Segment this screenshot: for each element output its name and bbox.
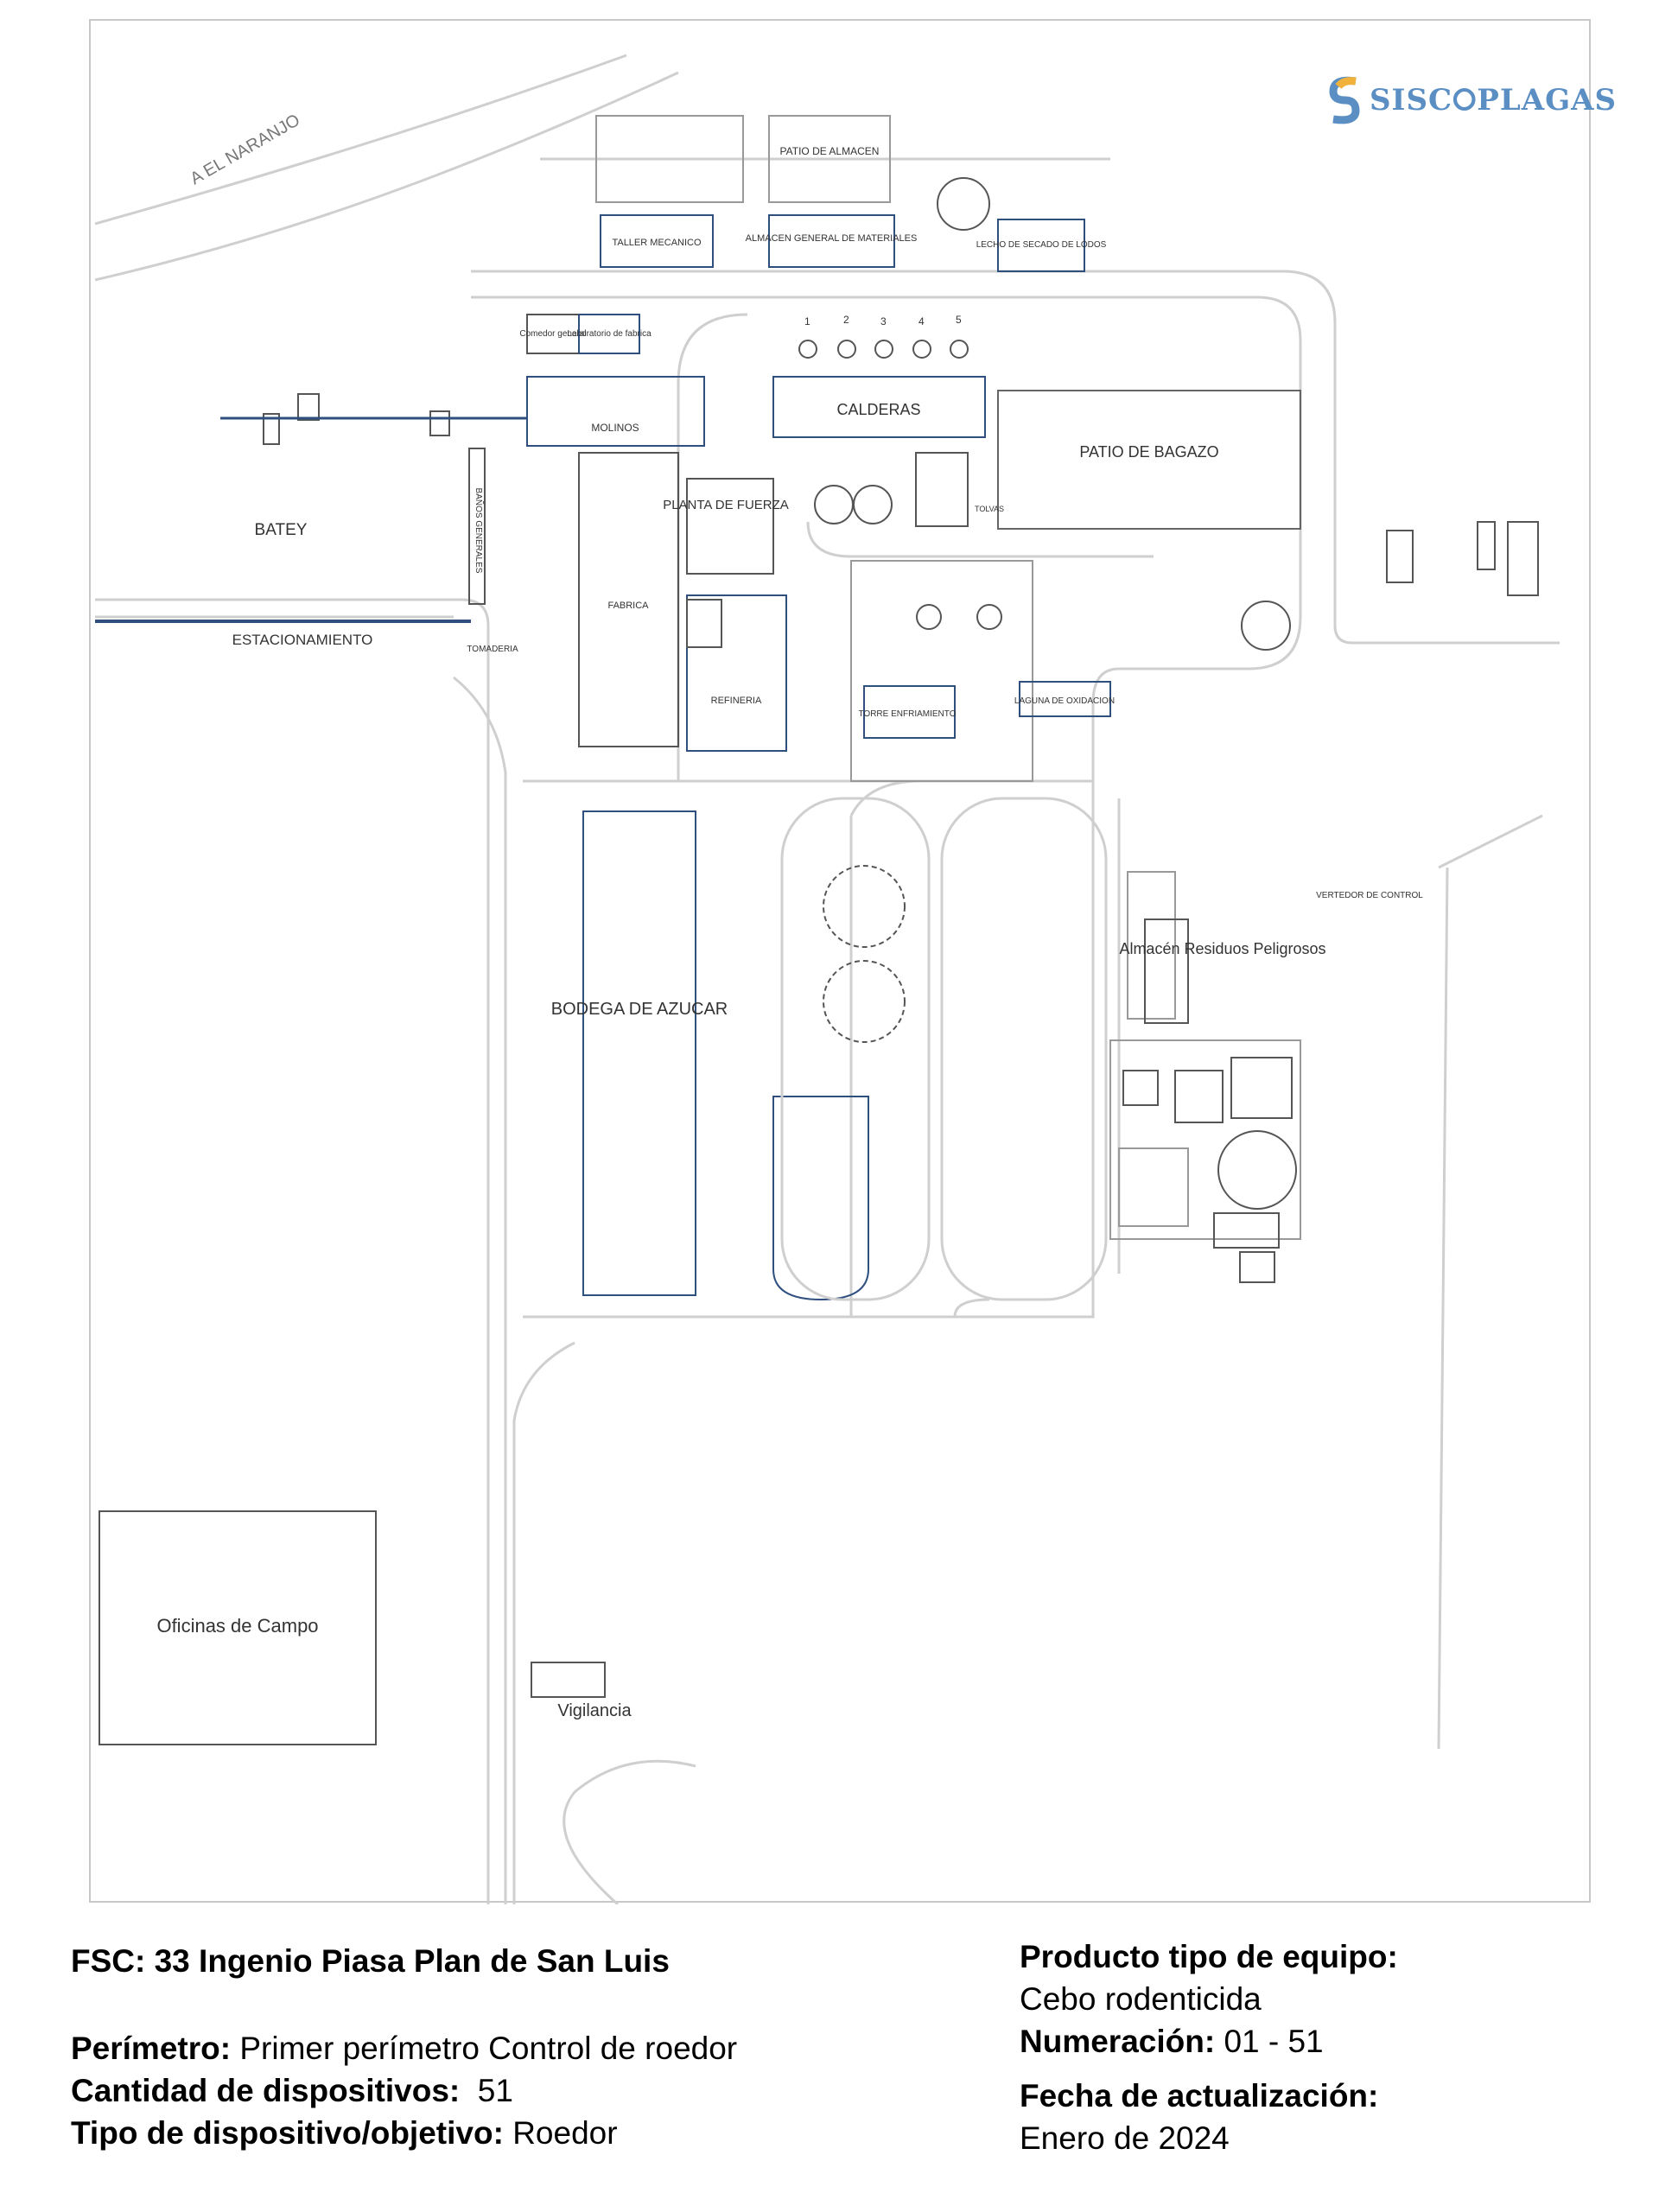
label-planta-fuerza: PLANTA DE FUERZA bbox=[663, 498, 789, 512]
logo-text: SISC⭘PLAGAS bbox=[1370, 83, 1618, 118]
cantidad-label: Cantidad de dispositivos: bbox=[71, 2073, 461, 2108]
label-taller: TALLER MECANICO bbox=[612, 238, 702, 248]
fecha-label: Fecha de actualización: bbox=[1020, 2078, 1379, 2113]
tipo-value: Roedor bbox=[512, 2115, 618, 2151]
fsc-title: FSC: 33 Ingenio Piasa Plan de San Luis bbox=[71, 1943, 670, 1979]
producto-value: Cebo rodenticida bbox=[1020, 1981, 1262, 2017]
sugar-tank bbox=[772, 1096, 869, 1301]
numeracion-label: Numeración: bbox=[1020, 2024, 1216, 2059]
label-comedor: Comedor general bbox=[519, 329, 586, 339]
numeracion-row: Numeración: 01 - 51 bbox=[1020, 2020, 1398, 2063]
label-refineria: REFINERIA bbox=[711, 696, 762, 706]
label-estacionamiento: ESTACIONAMIENTO bbox=[232, 632, 373, 648]
site-map-drawing: A EL NARANJO bbox=[94, 54, 1560, 1904]
label-laguna: LAGUNA DE OXIDACION bbox=[1014, 696, 1115, 706]
oval-field-1 bbox=[780, 797, 931, 1301]
label-vigilancia: Vigilancia bbox=[557, 1701, 632, 1720]
label-lecho: LECHO DE SECADO DE LODOS bbox=[976, 240, 1107, 250]
svg-text:2: 2 bbox=[843, 314, 849, 326]
siscoplagas-s-icon bbox=[1329, 76, 1360, 124]
tanks bbox=[798, 177, 1297, 1210]
cantidad-row: Cantidad de dispositivos: 51 bbox=[71, 2069, 737, 2112]
label-laboratorio: Laboratorio de fabrica bbox=[567, 329, 652, 339]
label-tomaderia: TOMADERIA bbox=[467, 645, 518, 654]
boiler-numbers: 1 2 3 4 5 bbox=[804, 314, 962, 327]
siscoplagas-logo: SISC⭘PLAGAS bbox=[1326, 74, 1617, 126]
cantidad-value: 51 bbox=[477, 2073, 513, 2108]
label-tolvas: TOLVAS bbox=[975, 505, 1004, 513]
perimetro-row: Perímetro: Primer perímetro Control de r… bbox=[71, 2027, 737, 2069]
label-patio-bagazo: PATIO DE BAGAZO bbox=[1079, 443, 1218, 461]
label-banos: BAÑOS GENERALES bbox=[474, 488, 485, 574]
fecha-value: Enero de 2024 bbox=[1020, 2120, 1230, 2156]
svg-text:1: 1 bbox=[804, 315, 810, 327]
tipo-label: Tipo de dispositivo/objetivo: bbox=[71, 2115, 504, 2151]
info-left: FSC: 33 Ingenio Piasa Plan de San Luis P… bbox=[71, 1940, 737, 2154]
producto-label: Producto tipo de equipo: bbox=[1020, 1939, 1398, 1974]
label-molinos: MOLINOS bbox=[591, 422, 639, 434]
tipo-row: Tipo de dispositivo/objetivo: Roedor bbox=[71, 2112, 737, 2154]
perimetro-label: Perímetro: bbox=[71, 2031, 232, 2066]
label-fabrica: FABRICA bbox=[607, 601, 649, 611]
svg-text:4: 4 bbox=[918, 315, 925, 327]
label-bodega: BODEGA DE AZUCAR bbox=[551, 1000, 728, 1019]
svg-text:5: 5 bbox=[956, 314, 962, 326]
road-label: A EL NARANJO bbox=[188, 111, 304, 188]
label-patio-almacen: PATIO DE ALMACEN bbox=[780, 145, 880, 157]
label-vertedor: VERTEDOR DE CONTROL bbox=[1316, 891, 1423, 900]
buildings bbox=[99, 115, 1539, 1745]
info-right: Producto tipo de equipo: Cebo rodenticid… bbox=[1020, 1936, 1398, 2159]
label-calderas: CALDERAS bbox=[836, 401, 920, 418]
svg-text:3: 3 bbox=[880, 315, 887, 327]
label-batey: BATEY bbox=[255, 521, 308, 539]
site-map: A EL NARANJO bbox=[89, 19, 1616, 1904]
label-torre: TORRE ENFRIAMIENTO bbox=[859, 709, 957, 719]
label-almacen-residuos: Almacén Residuos Peligrosos bbox=[1119, 940, 1325, 957]
label-almacen-general: ALMACEN GENERAL DE MATERIALES bbox=[746, 233, 918, 244]
oval-field-2 bbox=[940, 797, 1108, 1301]
label-oficinas: Oficinas de Campo bbox=[156, 1615, 318, 1637]
perimetro-value: Primer perímetro Control de roedor bbox=[239, 2031, 738, 2066]
numeracion-value: 01 - 51 bbox=[1224, 2024, 1324, 2059]
